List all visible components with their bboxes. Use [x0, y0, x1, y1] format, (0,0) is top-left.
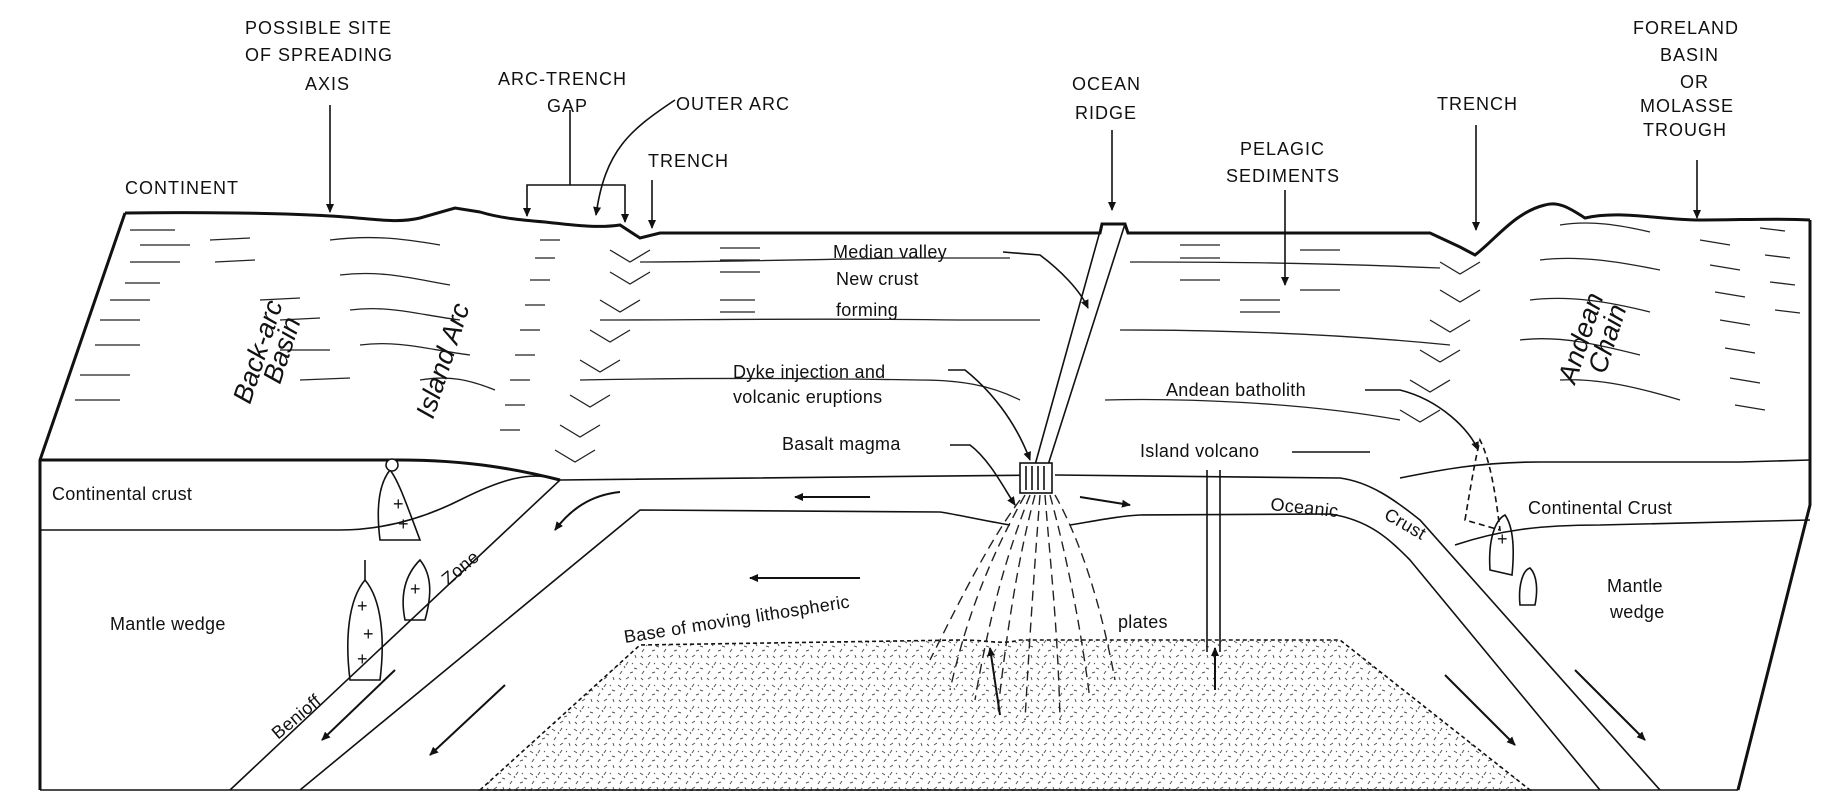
- label-benioff: Benioff: [268, 690, 326, 743]
- label-arc-trench-2: GAP: [547, 96, 588, 116]
- label-andean-batholith: Andean batholith: [1166, 380, 1306, 400]
- label-ocean-ridge-1: OCEAN: [1072, 74, 1141, 94]
- front-edge-right: [1399, 459, 1811, 479]
- arrow-benioff: [321, 669, 396, 741]
- label-arc-trench-1: ARC-TRENCH: [498, 69, 627, 89]
- right-slab-top: [1054, 474, 1661, 791]
- label-mantle-wedge-right-1: Mantle: [1607, 576, 1663, 596]
- surface-strata: [75, 222, 1801, 463]
- arrow-slab-right-bottom: [1444, 674, 1516, 746]
- svg-text:+: +: [357, 596, 368, 616]
- pointer-outer-arc: [593, 99, 676, 216]
- subducting-slabs: [229, 474, 1661, 791]
- label-basalt-magma: Basalt magma: [782, 434, 901, 454]
- label-pelagic-1: PELAGIC: [1240, 139, 1325, 159]
- svg-text:+: +: [363, 624, 374, 644]
- svg-text:+: +: [393, 494, 404, 514]
- pointer-batholith: [1365, 389, 1479, 451]
- label-new-crust-2: forming: [836, 300, 898, 320]
- arrow-slab-right-lower: [1574, 669, 1646, 741]
- pointer-arrows: [326, 99, 1701, 506]
- label-ocean-ridge-2: RIDGE: [1075, 103, 1137, 123]
- label-dyke-1: Dyke injection and: [733, 362, 886, 382]
- arc-trench-bracket: [526, 184, 626, 195]
- magma-chamber: [1019, 462, 1053, 494]
- label-foreland-2: BASIN: [1660, 45, 1719, 65]
- label-mantle-wedge-right-2: wedge: [1609, 602, 1665, 622]
- right-slab-bottom: [1069, 513, 1601, 791]
- label-foreland-4: MOLASSE: [1640, 96, 1734, 116]
- continental-crust-base-left: [40, 475, 561, 531]
- surface-profile: [124, 202, 1811, 257]
- motion-arrows: [321, 491, 1646, 756]
- continental-crust-base-right: [1454, 519, 1811, 546]
- left-slab-top: [229, 474, 1046, 791]
- label-island-volcano: Island volcano: [1140, 441, 1259, 461]
- label-foreland-3: OR: [1680, 72, 1709, 92]
- label-outer-arc: OUTER ARC: [676, 94, 790, 114]
- label-zone: Zone: [438, 547, 483, 589]
- label-possible-site-3: AXIS: [305, 74, 350, 94]
- arrow-slab-left-bottom: [429, 684, 506, 756]
- ridge-dyke: [1019, 223, 1126, 494]
- svg-text:+: +: [398, 514, 409, 534]
- island-volcano-conduit: [1206, 470, 1221, 652]
- label-median-valley: Median valley: [833, 242, 947, 262]
- magma-plume: [929, 494, 1116, 721]
- label-foreland-5: TROUGH: [1643, 120, 1727, 140]
- label-new-crust-1: New crust: [836, 269, 919, 289]
- right-edge: [1736, 220, 1812, 791]
- label-pelagic-2: SEDIMENTS: [1226, 166, 1340, 186]
- arrow-slab-left-top: [554, 491, 621, 531]
- label-plates: plates: [1118, 612, 1168, 632]
- svg-text:+: +: [410, 579, 421, 599]
- arrow-right-plate: [1079, 496, 1131, 508]
- label-continental-crust-right: Continental Crust: [1528, 498, 1672, 518]
- label-oceanic: Oceanic: [1270, 494, 1340, 521]
- label-mantle-wedge-left: Mantle wedge: [110, 614, 226, 634]
- pointer-median-valley: [1002, 251, 1089, 309]
- label-trench-right: TRENCH: [1437, 94, 1518, 114]
- label-possible-site-1: POSSIBLE SITE: [245, 18, 392, 38]
- left-slab-bottom: [299, 509, 1011, 791]
- svg-text:+: +: [357, 649, 368, 669]
- pointer-basalt: [950, 444, 1016, 506]
- label-foreland-1: FORELAND: [1633, 18, 1739, 38]
- label-base-moving: Base of moving lithospheric: [622, 591, 851, 646]
- asthenosphere-speckled: [477, 639, 1533, 791]
- label-island-arc: Island Arc: [410, 299, 475, 422]
- arrow-rising-plume: [987, 647, 1001, 716]
- label-trench-left: TRENCH: [648, 151, 729, 171]
- front-top-edge: [40, 458, 561, 482]
- pointer-dyke: [948, 369, 1031, 461]
- label-dyke-2: volcanic eruptions: [733, 387, 882, 407]
- labels: POSSIBLE SITE OF SPREADING AXIS CONTINEN…: [52, 18, 1739, 743]
- label-crust: Crust: [1381, 504, 1430, 544]
- label-possible-site-2: OF SPREADING: [245, 45, 393, 65]
- label-continent: CONTINENT: [125, 178, 239, 198]
- plutons: + + + + + + +: [347, 437, 1538, 681]
- svg-text:+: +: [1497, 529, 1508, 549]
- label-continental-crust-left: Continental crust: [52, 484, 192, 504]
